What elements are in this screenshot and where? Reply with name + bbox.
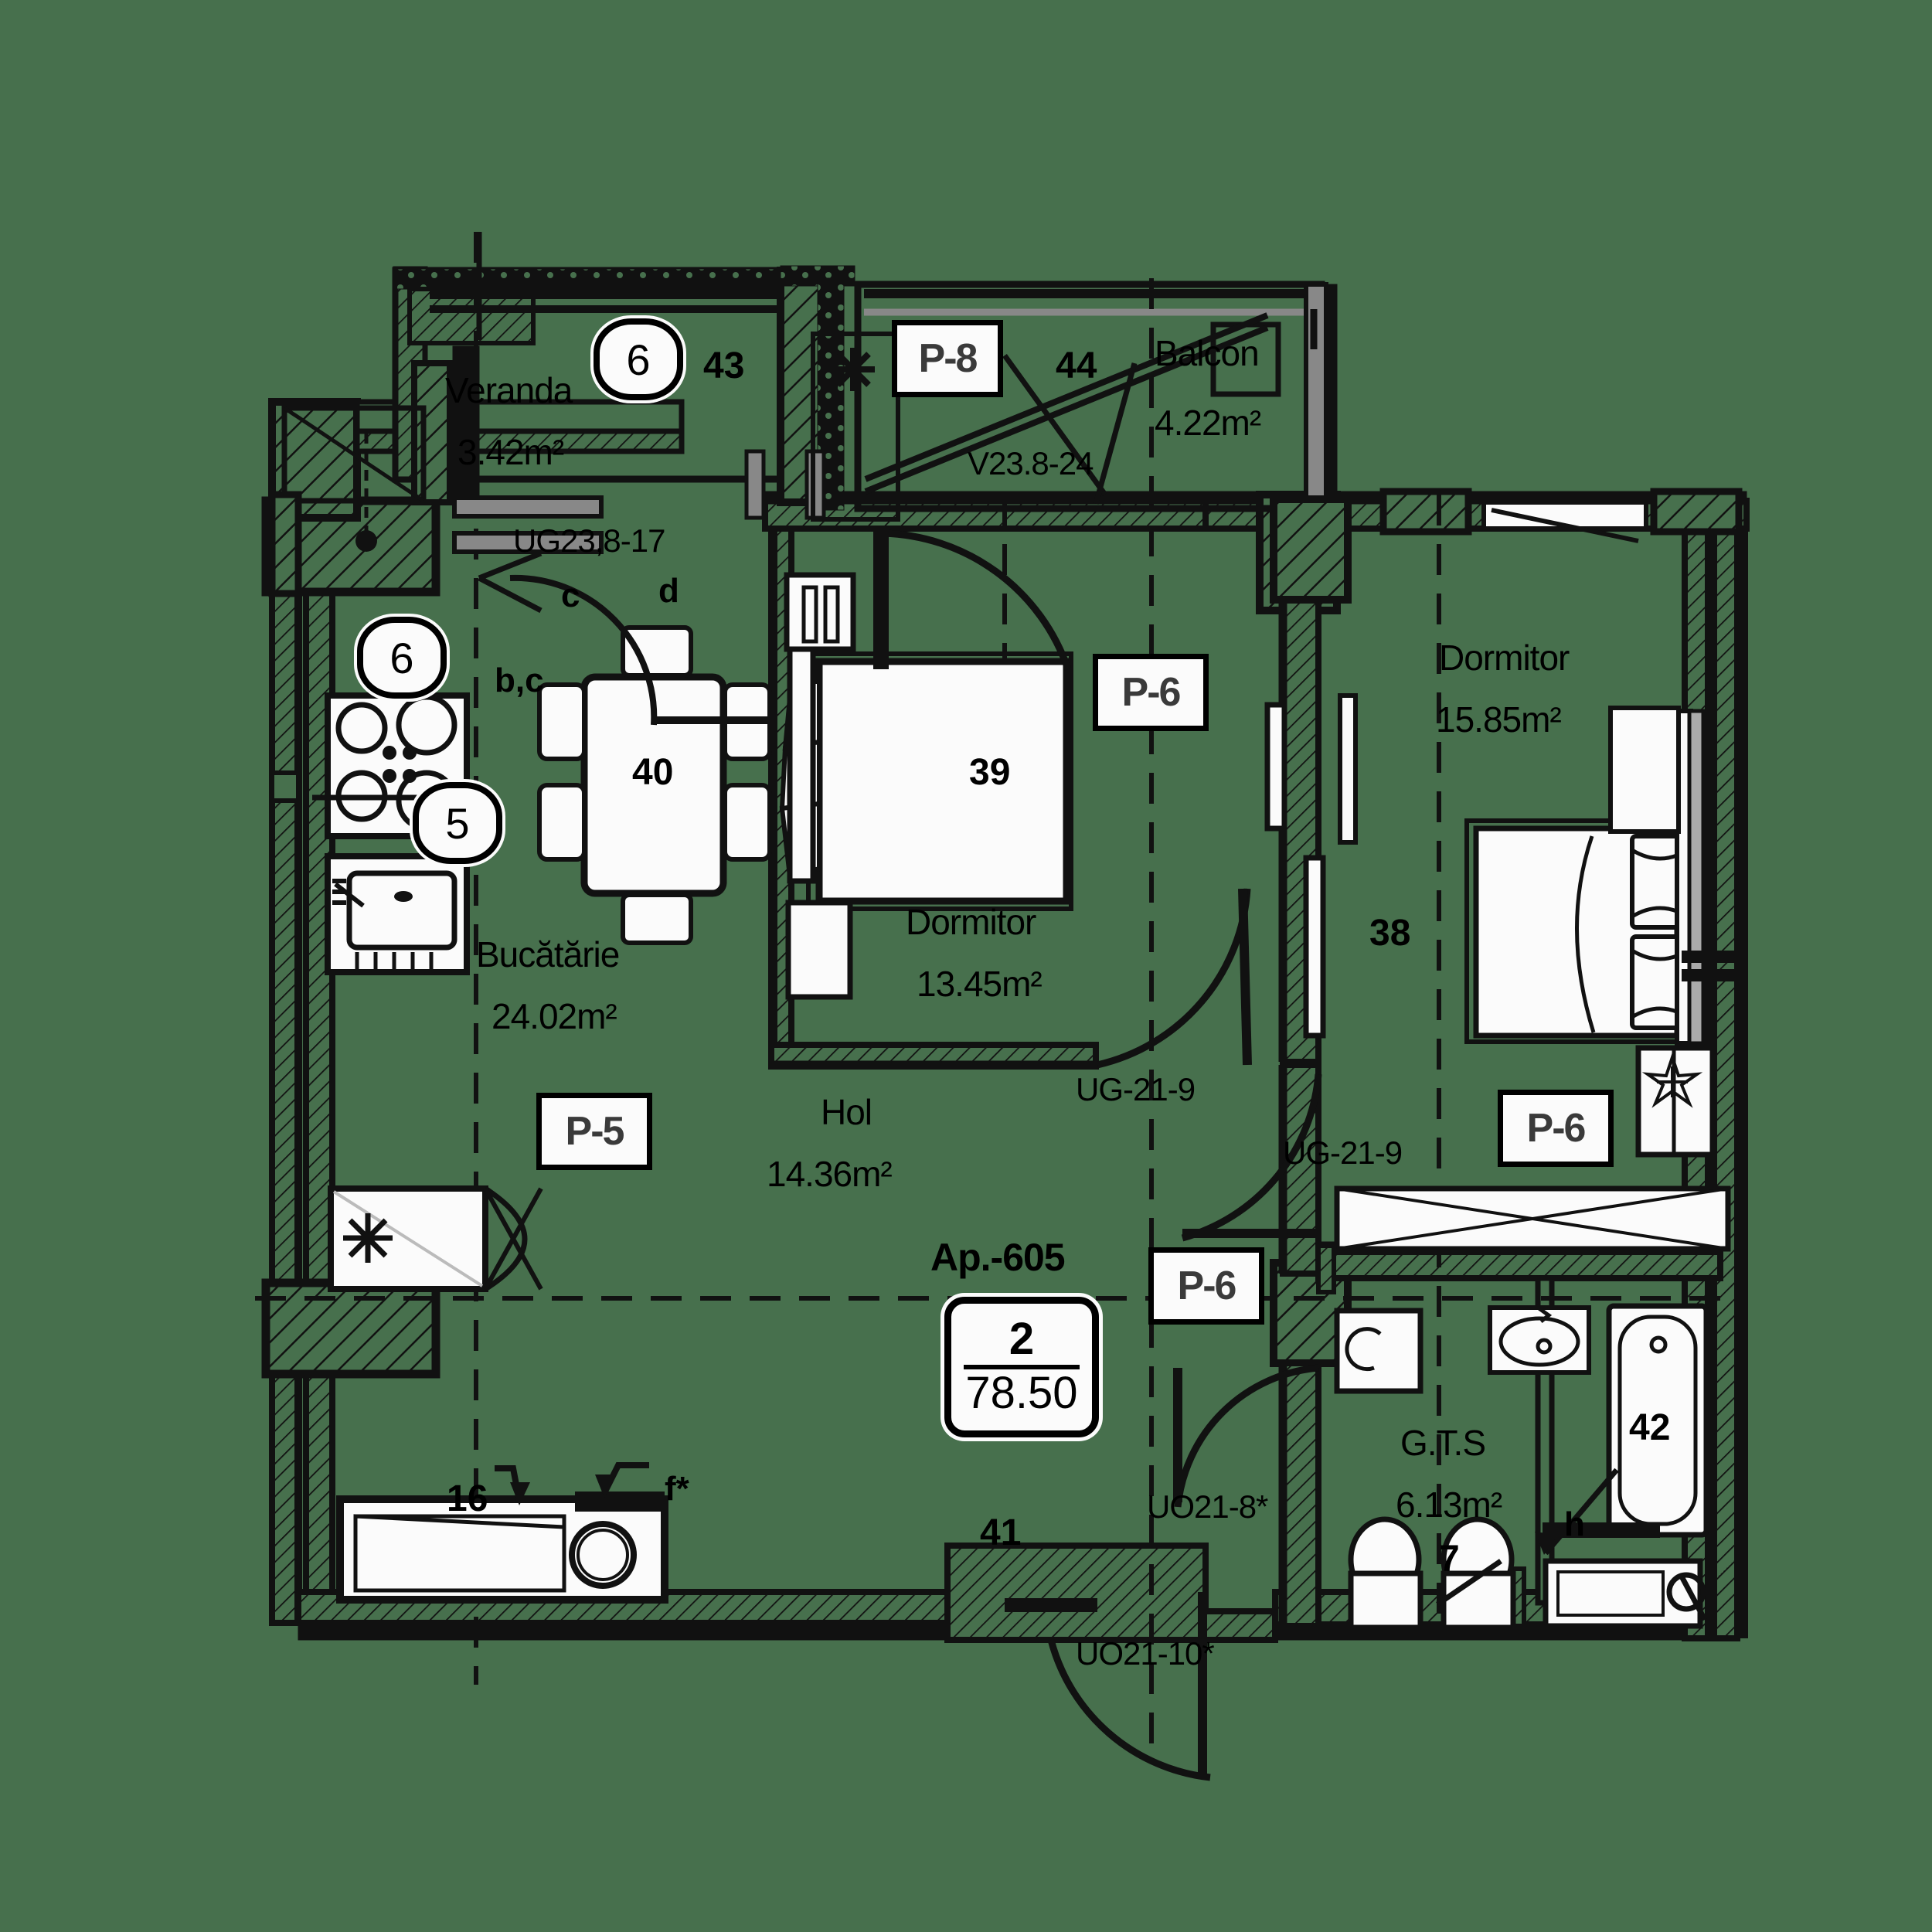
element-number-39: 39 (969, 752, 1011, 793)
door-tag-p5-label: P-5 (565, 1109, 625, 1154)
element-number-40: 40 (632, 752, 674, 793)
circle-tag-6-b[interactable]: 6 (357, 617, 447, 699)
apartment-total-area: 78.50 (965, 1368, 1078, 1418)
door-tag-p6-b[interactable]: P-6 (1498, 1090, 1614, 1167)
room-name-veranda: Veranda (445, 370, 573, 410)
room-area-veranda: 3.42m² (457, 432, 564, 472)
letter-mark-h: h (1564, 1505, 1585, 1543)
room-area-dormitor-39: 13.45m² (917, 964, 1043, 1004)
window-code-uo21-8: UO21-8* (1147, 1488, 1268, 1525)
apartment-badge-divider (964, 1365, 1080, 1369)
circle-tag-5-label: 5 (445, 798, 470, 848)
room-name-hol: Hol (821, 1092, 872, 1132)
element-number-41: 41 (980, 1512, 1022, 1553)
room-name-dormitor-38: Dormitor (1439, 638, 1570, 678)
element-number-16: 16 (447, 1478, 488, 1519)
door-tag-p8[interactable]: P-8 (892, 320, 1003, 397)
door-tag-p5[interactable]: P-5 (536, 1093, 652, 1170)
door-tag-p6-a-label: P-6 (1121, 670, 1182, 715)
room-area-balcon: 4.22m² (1155, 403, 1261, 443)
letter-mark-bc: b,c (495, 662, 544, 699)
room-name-dormitor-39: Dormitor (906, 902, 1036, 942)
circle-tag-5[interactable]: 5 (413, 782, 502, 864)
apartment-rooms-count: 2 (1009, 1314, 1035, 1364)
window-code-ug-21-9-b: UG-21-9 (1283, 1134, 1403, 1171)
door-tag-p6-c-label: P-6 (1177, 1264, 1237, 1308)
circle-tag-6-a-label: 6 (626, 335, 651, 384)
door-tag-p6-c[interactable]: P-6 (1148, 1247, 1264, 1325)
window-code-uo21-10: UO21-10* (1076, 1635, 1215, 1672)
door-tag-p8-label: P-8 (918, 336, 978, 381)
element-number-42: 42 (1629, 1407, 1671, 1448)
letter-mark-f: f* (665, 1470, 689, 1508)
door-tag-p6-b-label: P-6 (1526, 1106, 1587, 1151)
window-code-ug238-17: UG23,8-17 (513, 522, 665, 559)
window-code-ug-21-9-a: UG-21-9 (1076, 1071, 1196, 1107)
door-tag-p6-a[interactable]: P-6 (1093, 654, 1209, 731)
apartment-badge[interactable]: 2 78.50 (944, 1297, 1099, 1437)
room-name-balcon: Balcon (1155, 333, 1260, 373)
letter-mark-d: d (658, 572, 679, 610)
room-area-dormitor-38: 15.85m² (1436, 699, 1562, 740)
room-name-gts: G.T.S (1400, 1423, 1486, 1463)
room-area-hol: 14.36m² (767, 1154, 893, 1194)
room-area-gts: 6.13m² (1396, 1485, 1502, 1525)
element-number-44: 44 (1056, 345, 1097, 386)
room-area-bucatarie: 24.02m² (492, 996, 617, 1036)
element-number-38: 38 (1369, 913, 1411, 954)
window-code-v238-24: V23.8-24 (968, 445, 1094, 481)
room-name-bucatarie: Bucătărie (476, 934, 620, 975)
element-number-7: 7 (1439, 1539, 1460, 1580)
circle-tag-6-b-label: 6 (389, 633, 414, 682)
circle-tag-6-a[interactable]: 6 (594, 318, 683, 400)
letter-mark-c: c (561, 577, 580, 614)
apartment-title: Ap.-605 (930, 1236, 1066, 1279)
element-number-43: 43 (703, 345, 745, 386)
